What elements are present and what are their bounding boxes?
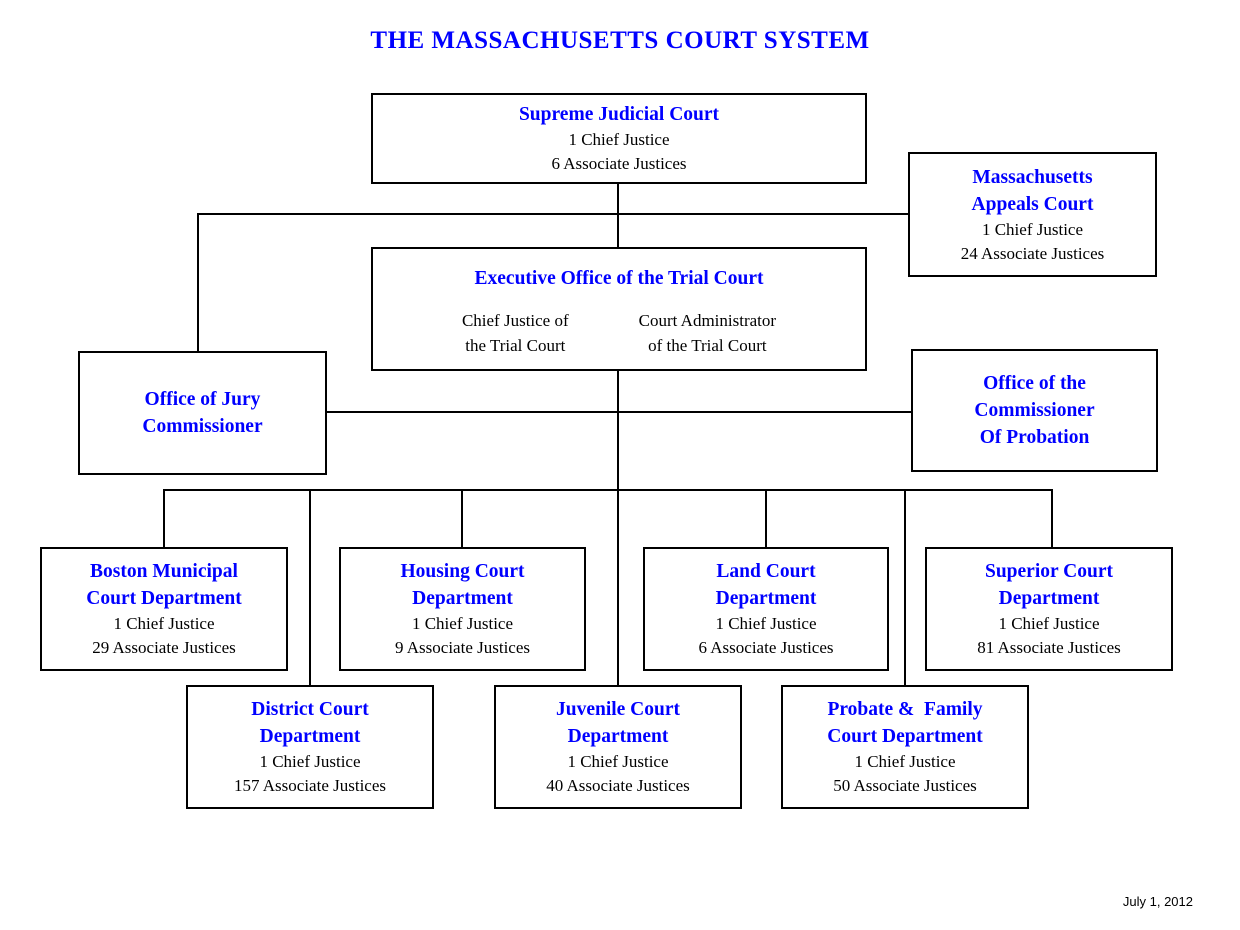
connector-to-housing [461, 491, 463, 547]
connector-jury-probation [327, 411, 911, 413]
node-executive-office-trial-court: Executive Office of the Trial Court Chie… [371, 247, 867, 371]
revision-date: July 1, 2012 [1122, 894, 1193, 909]
node-stats: 1 Chief Justice 40 Associate Justices [546, 752, 690, 795]
node-juvenile-court: Juvenile Court Department 1 Chief Justic… [494, 685, 742, 809]
connector-to-juvenile [617, 491, 619, 685]
page-title: THE MASSACHUSETTS COURT SYSTEM [370, 27, 870, 54]
node-stats: 1 Chief Justice 6 Associate Justices [551, 130, 687, 173]
node-title: Massachusetts Appeals Court [971, 166, 1094, 215]
node-stats: 1 Chief Justice 29 Associate Justices [92, 614, 236, 657]
node-title: Superior Court Department [984, 561, 1114, 609]
node-title: Supreme Judicial Court [518, 104, 720, 125]
connector-to-probate [904, 491, 906, 685]
connector-executive-down [617, 371, 619, 490]
executive-roles: Chief Justice of the Trial Court Court A… [373, 308, 865, 358]
connector-to-district [309, 491, 311, 685]
node-title: Juvenile Court Department [555, 699, 681, 747]
node-stats: 1 Chief Justice 9 Associate Justices [394, 614, 531, 657]
node-title: Boston Municipal Court Department [86, 561, 242, 609]
connector-to-executive [617, 215, 619, 247]
connector-top-horizontal [197, 213, 908, 215]
node-stats: 1 Chief Justice 6 Associate Justices [698, 614, 834, 657]
court-administrator-role: Court Administrator of the Trial Court [638, 311, 777, 355]
node-probate-family-court: Probate & Family Court Department 1 Chie… [781, 685, 1029, 809]
node-stats: 1 Chief Justice 24 Associate Justices [960, 219, 1105, 263]
node-stats: 1 Chief Justice 50 Associate Justices [833, 752, 977, 795]
node-stats: 1 Chief Justice 157 Associate Justices [233, 752, 387, 795]
node-title: Office of the Commissioner Of Probation [974, 373, 1095, 448]
node-title: Probate & Family Court Department [827, 699, 983, 747]
node-district-court: District Court Department 1 Chief Justic… [186, 685, 434, 809]
chief-justice-role: Chief Justice of the Trial Court [461, 311, 569, 355]
connector-to-superior [1051, 491, 1053, 547]
node-superior-court: Superior Court Department 1 Chief Justic… [925, 547, 1173, 671]
node-supreme-judicial-court: Supreme Judicial Court 1 Chief Justice 6… [371, 93, 867, 184]
node-title: Office of Jury Commissioner [142, 389, 263, 437]
node-title: Executive Office of the Trial Court [474, 268, 764, 289]
connector-supreme-down [617, 184, 619, 215]
node-office-commissioner-of-probation: Office of the Commissioner Of Probation [911, 349, 1158, 472]
node-massachusetts-appeals-court: Massachusetts Appeals Court 1 Chief Just… [908, 152, 1157, 277]
node-boston-municipal-court: Boston Municipal Court Department 1 Chie… [40, 547, 288, 671]
connector-to-land [765, 491, 767, 547]
connector-to-boston [163, 491, 165, 547]
node-office-of-jury-commissioner: Office of Jury Commissioner [78, 351, 327, 475]
node-land-court: Land Court Department 1 Chief Justice 6 … [643, 547, 889, 671]
node-title: Land Court Department [715, 561, 817, 609]
node-stats: 1 Chief Justice 81 Associate Justices [977, 614, 1121, 657]
node-title: Housing Court Department [400, 561, 525, 609]
node-title: District Court Department [251, 699, 369, 747]
node-housing-court: Housing Court Department 1 Chief Justice… [339, 547, 586, 671]
connector-departments-horizontal [163, 489, 1053, 491]
connector-to-jury [197, 215, 199, 351]
